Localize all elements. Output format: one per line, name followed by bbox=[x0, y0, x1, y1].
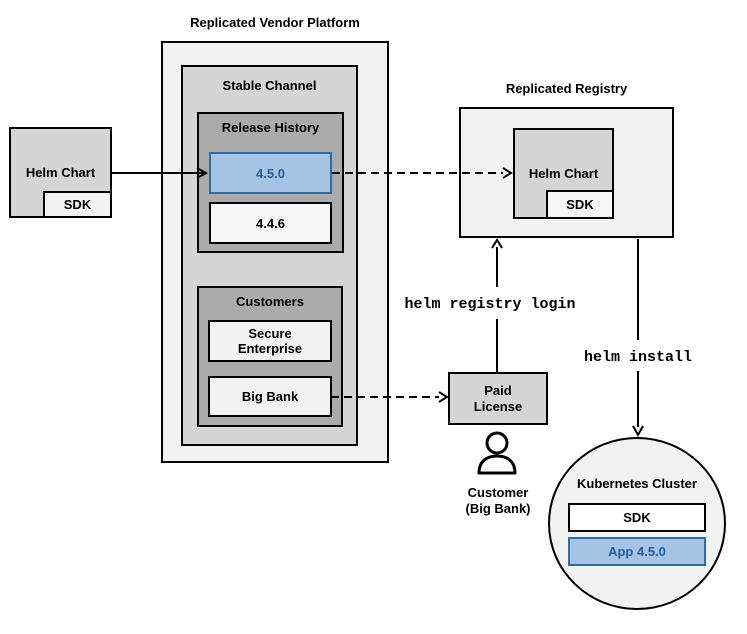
customer-caption-company: (Big Bank) bbox=[465, 501, 531, 516]
customer-box-big-bank: Big Bank bbox=[208, 376, 332, 417]
paid-license-label: Paid License bbox=[473, 382, 523, 414]
source-helm-chart-label: Helm Chart bbox=[25, 165, 96, 180]
command-registry-login: helm registry login bbox=[404, 296, 576, 313]
paid-license-box: Paid License bbox=[448, 372, 548, 425]
release-box-450: 4.5.0 bbox=[209, 152, 332, 194]
customer-caption-name: Customer bbox=[467, 485, 529, 500]
registry-sdk-box: SDK bbox=[546, 190, 614, 219]
source-sdk-box: SDK bbox=[43, 191, 112, 218]
cluster-sdk-box: SDK bbox=[568, 503, 706, 532]
cluster-app-box: App 4.5.0 bbox=[568, 537, 706, 566]
customer-box-label: Secure Enterprise bbox=[237, 326, 303, 356]
registry-title: Replicated Registry bbox=[505, 81, 628, 96]
registry-helm-chart-label: Helm Chart bbox=[528, 166, 599, 181]
customers-label: Customers bbox=[236, 294, 304, 309]
command-helm-install: helm install bbox=[583, 349, 693, 366]
vendor-platform-title: Replicated Vendor Platform bbox=[190, 15, 360, 30]
customer-box-secure-enterprise: Secure Enterprise bbox=[208, 320, 332, 362]
stable-channel-label: Stable Channel bbox=[222, 78, 317, 93]
customer-caption: Customer (Big Bank) bbox=[443, 485, 553, 517]
kubernetes-cluster-title: Kubernetes Cluster bbox=[577, 476, 697, 491]
release-history-label: Release History bbox=[221, 120, 320, 135]
release-box-446: 4.4.6 bbox=[209, 202, 332, 244]
arrow-registry-to-cluster bbox=[632, 239, 644, 438]
person-icon bbox=[477, 431, 517, 475]
